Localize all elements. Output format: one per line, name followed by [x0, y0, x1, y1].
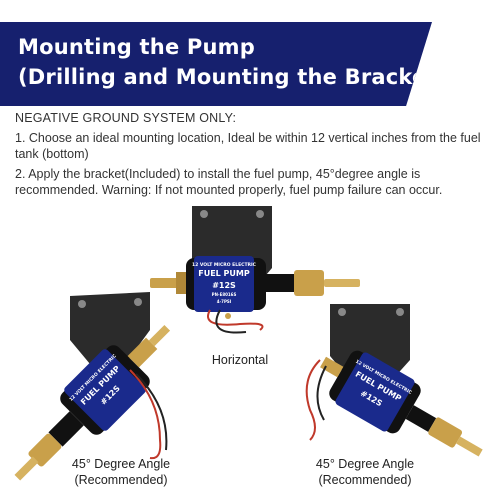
pump-label-name: FUEL PUMP	[198, 269, 250, 278]
caption-horizontal: Horizontal	[211, 353, 269, 367]
pump-angle-left-illustration: 12 VOLT MICRO ELECTRIC FUEL PUMP #12S	[14, 292, 171, 481]
instructions-heading: NEGATIVE GROUND SYSTEM ONLY:	[15, 111, 237, 125]
pump-label-small: PN-E8016S	[212, 292, 237, 297]
inlet-fitting	[150, 278, 184, 288]
bracket-plate	[70, 292, 150, 364]
pump-angle-right-illustration: 12 VOLT MICRO ELECTRIC FUEL PUMP #12S	[305, 304, 483, 457]
caption-angle-left: 45° Degree Angle (Recommended)	[71, 457, 171, 487]
pump-label	[194, 256, 254, 312]
wire-red	[207, 309, 264, 331]
caption-angle-right: 45° Degree Angle (Recommended)	[315, 457, 415, 487]
banner-title-line2: (Drilling and Mounting the Bracket)	[18, 65, 447, 89]
banner-title-line1: Mounting the Pump	[18, 35, 255, 59]
instructions: NEGATIVE GROUND SYSTEM ONLY: 1. Choose a…	[15, 110, 490, 202]
banner-title: Mounting the Pump (Drilling and Mounting…	[18, 32, 447, 92]
pump-horizontal-illustration: 12 VOLT MICRO ELECTRIC FUEL PUMP #12S PN…	[150, 206, 360, 334]
title-banner: Mounting the Pump (Drilling and Mounting…	[0, 22, 432, 106]
pump-label-model: #12S	[212, 281, 236, 290]
wire-black	[215, 309, 247, 334]
pump-label-top: 12 VOLT MICRO ELECTRIC	[192, 262, 257, 268]
instruction-step-2: 2. Apply the bracket(Included) to instal…	[15, 167, 443, 197]
instruction-step-1: 1. Choose an ideal mounting location, Id…	[15, 131, 481, 161]
outlet-fitting	[294, 270, 324, 296]
pump-label-psi: 4-7PSI	[217, 299, 232, 304]
